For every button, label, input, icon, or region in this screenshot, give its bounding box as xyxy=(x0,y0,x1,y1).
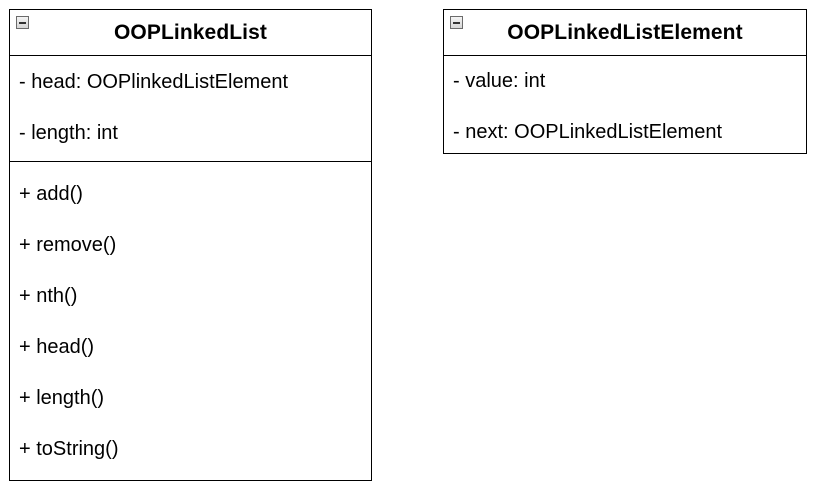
method-length: + length() xyxy=(19,387,105,409)
method-tostring: + toString() xyxy=(19,438,119,460)
collapse-icon[interactable] xyxy=(16,16,29,29)
method-nth: + nth() xyxy=(19,285,78,307)
attribute-length: - length: int xyxy=(19,122,118,144)
methods-compartment: + add() + remove() + nth() + head() + le… xyxy=(10,162,371,461)
method-head: + head() xyxy=(19,336,95,358)
class-box-ooplinkedlist[interactable]: OOPLinkedList - head: OOPlinkedListEleme… xyxy=(9,9,372,481)
class-name: OOPLinkedListElement xyxy=(507,20,743,44)
class-header: OOPLinkedListElement xyxy=(444,10,806,56)
method-remove: + remove() xyxy=(19,234,117,256)
attributes-compartment: - head: OOPlinkedListElement - length: i… xyxy=(10,56,371,162)
collapse-icon[interactable] xyxy=(450,16,463,29)
attribute-value: - value: int xyxy=(453,70,546,92)
class-header: OOPLinkedList xyxy=(10,10,371,56)
attributes-compartment: - value: int - next: OOPLinkedListElemen… xyxy=(444,56,806,144)
method-add: + add() xyxy=(19,183,83,205)
class-box-ooplinkedlistelement[interactable]: OOPLinkedListElement - value: int - next… xyxy=(443,9,807,154)
class-name: OOPLinkedList xyxy=(114,20,267,44)
attribute-head: - head: OOPlinkedListElement xyxy=(19,71,289,93)
attribute-next: - next: OOPLinkedListElement xyxy=(453,121,723,143)
